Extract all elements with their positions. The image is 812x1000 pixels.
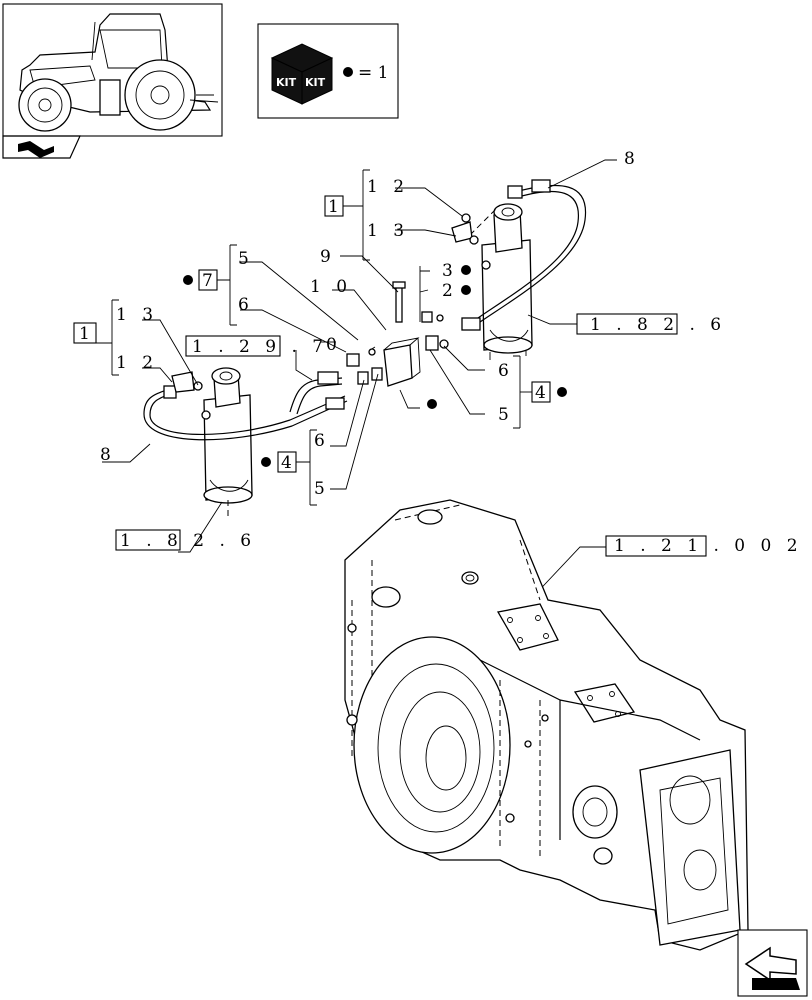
right-lift-cylinder — [469, 203, 533, 360]
transmission-housing — [344, 499, 749, 951]
bullet-icon — [427, 399, 437, 409]
leader-lines — [96, 159, 617, 601]
hose-29-7 — [289, 371, 343, 415]
kit-text-2: KIT — [305, 76, 326, 89]
kit-box-icon: KIT KIT — [270, 43, 334, 105]
ref-1-21-0-02[interactable]: 1 . 2 1 . 0 0 2 — [614, 536, 803, 556]
callouts: 1 1 2 1 3 1 1 3 1 2 7 5 6 0 9 1 0 3 2 8 … — [73, 149, 640, 499]
callout-12-left: 1 2 — [116, 353, 158, 373]
kit-legend: KIT KIT = 1 — [257, 23, 399, 119]
ref-1-82-6-right[interactable]: 1 . 8 2 . 6 — [590, 315, 726, 335]
elbow-fitting-left — [171, 371, 203, 393]
left-lift-cylinder — [201, 367, 253, 520]
bullet-icon — [261, 457, 271, 467]
callout-6-right: 6 — [498, 361, 514, 381]
callout-5-right: 5 — [498, 405, 514, 425]
valve-block — [346, 281, 449, 387]
callout-5-left: 5 — [314, 479, 330, 499]
callout-12-top: 1 2 — [367, 177, 409, 197]
hose-left — [143, 385, 348, 441]
callout-0: 0 — [326, 335, 342, 355]
hose-right — [461, 179, 587, 331]
callout-8-left: 8 — [100, 445, 116, 465]
bullet-icon — [461, 285, 471, 295]
prev-page-arrow-icon[interactable] — [2, 135, 81, 159]
kit-text-1: KIT — [276, 76, 297, 89]
callout-9: 9 — [320, 247, 336, 267]
callout-4-right: 4 — [535, 383, 551, 403]
callout-4-left: 4 — [281, 453, 297, 473]
bullet-icon — [557, 387, 567, 397]
ref-1-29-7[interactable]: 1 . 2 9 . 7 — [192, 337, 328, 357]
callout-13-top: 1 3 — [367, 221, 409, 241]
callout-10: 1 0 — [310, 277, 352, 297]
callout-5-top: 5 — [238, 249, 254, 269]
reference-boxes: 1 . 2 9 . 7 1 . 8 2 . 6 1 . 8 2 . 6 1 . … — [115, 313, 803, 557]
tractor-thumbnail — [2, 3, 223, 137]
bullet-icon — [343, 67, 353, 77]
callout-8-right: 8 — [624, 149, 640, 169]
elbow-fitting-top — [451, 213, 479, 245]
bullet-icon — [183, 275, 193, 285]
callout-3: 3 — [442, 261, 458, 281]
callout-6-left: 6 — [314, 431, 330, 451]
bolt-9 — [395, 283, 403, 323]
callout-2: 2 — [442, 281, 458, 301]
callout-7: 7 — [202, 271, 218, 291]
next-page-arrow-icon[interactable] — [737, 929, 808, 997]
callout-1-top: 1 — [328, 197, 344, 217]
callout-13-left: 1 3 — [116, 305, 158, 325]
callout-1-left: 1 — [79, 324, 95, 344]
callout-6-top: 6 — [238, 295, 254, 315]
kit-equation: = 1 — [358, 63, 388, 83]
ref-1-82-6-left[interactable]: 1 . 8 2 . 6 — [120, 531, 256, 551]
bullet-icon — [461, 265, 471, 275]
